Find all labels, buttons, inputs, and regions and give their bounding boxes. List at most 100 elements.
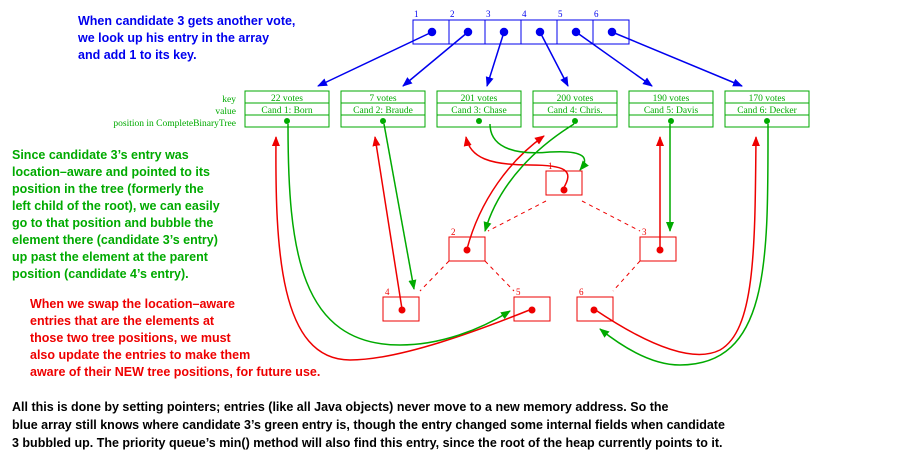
entry-key: 190 votes <box>653 94 690 104</box>
note-line: position (candidate 4’s entry). <box>12 267 189 281</box>
tree-node-5: 5 <box>513 287 551 322</box>
element-pointer-dot <box>590 306 598 314</box>
position-pointer-dot <box>476 118 482 124</box>
array-pointer-arrow <box>485 31 505 87</box>
tree-edge <box>484 260 515 292</box>
tree-to-entry-pointer <box>466 135 545 250</box>
array-pointer-arrow <box>317 31 433 87</box>
note-line: aware of their NEW tree positions, for f… <box>30 365 321 379</box>
entry-box <box>724 90 810 128</box>
tree-node-2: 2 <box>448 227 486 262</box>
swap-note: When we swap the location–aware entries … <box>30 296 320 381</box>
entry-box <box>628 90 714 128</box>
entry-key: 201 votes <box>461 94 498 104</box>
note-line: those two tree positions, we must <box>30 331 231 345</box>
element-pointer-dot <box>656 246 664 254</box>
summary-note: All this is done by setting pointers; en… <box>12 398 725 452</box>
note-line: left child of the root), we can easily <box>12 199 220 213</box>
entry-key: 7 votes <box>369 94 396 104</box>
tree-to-entry-pointer <box>593 136 760 356</box>
array-pointer-dot <box>499 27 509 37</box>
tree-node-index: 2 <box>451 227 456 237</box>
entry-key: 22 votes <box>271 94 303 104</box>
tree-edge <box>612 260 641 292</box>
tree-node-box <box>639 236 677 262</box>
note-line: and add 1 to its key. <box>78 48 197 62</box>
tree-edge <box>487 200 547 232</box>
position-pointer-dot <box>764 118 770 124</box>
array-index: 6 <box>594 9 599 19</box>
tree-node-box <box>576 296 614 322</box>
tree-node-index: 5 <box>516 287 521 297</box>
entry-box <box>436 90 522 128</box>
tree-node-6: 6 <box>576 287 614 322</box>
position-pointer-dot <box>284 118 290 124</box>
entry-key: 170 votes <box>749 94 786 104</box>
note-line: When we swap the location–aware <box>30 297 235 311</box>
position-pointer-dot <box>572 118 578 124</box>
note-line: we look up his entry in the array <box>78 31 270 45</box>
note-line: location–aware and pointed to its <box>12 165 210 179</box>
entry-value: Cand 1: Born <box>261 106 312 116</box>
tree-node-box <box>545 170 583 196</box>
array-pointer-arrow <box>611 31 743 87</box>
tree-node-index: 4 <box>385 287 390 297</box>
array-lookup-note: When candidate 3 gets another vote, we l… <box>78 13 295 64</box>
element-pointer-dot <box>528 306 536 314</box>
note-line: 3 bubbled up. The priority queue’s min()… <box>12 436 723 450</box>
blue-array: 1 2 3 4 5 6 <box>317 9 743 87</box>
field-label-value: value <box>215 107 236 117</box>
note-line: entries that are the elements at <box>30 314 215 328</box>
array-pointer-arrow <box>539 31 569 87</box>
entry-to-tree-pointer <box>599 123 769 366</box>
entry-value: Cand 6: Decker <box>737 106 797 116</box>
array-pointer-arrow <box>402 31 469 87</box>
tree-to-entry-pointer <box>463 136 569 190</box>
tree-node-index: 3 <box>642 227 647 237</box>
note-line: All this is done by setting pointers; en… <box>12 400 669 414</box>
entry-key: 200 votes <box>557 94 594 104</box>
entry-value: Cand 2: Braude <box>353 106 413 116</box>
entry-value: Cand 5: Davis <box>644 106 699 116</box>
tree-node-box <box>382 296 420 322</box>
entry-to-tree-pointer <box>489 123 589 171</box>
tree-node-4: 4 <box>382 287 420 322</box>
element-pointer-dot <box>398 306 406 314</box>
array-index: 2 <box>450 9 455 19</box>
tree-node-index: 6 <box>579 287 584 297</box>
element-pointer-dot <box>560 186 568 194</box>
entry-box <box>340 90 426 128</box>
array-index: 4 <box>522 9 527 19</box>
array-index: 1 <box>414 9 419 19</box>
note-line: up past the element at the parent <box>12 250 208 264</box>
position-pointer-dot <box>668 118 674 124</box>
tree-to-entry-pointer <box>372 136 403 310</box>
entry-box <box>532 90 618 128</box>
tree-node-box <box>513 296 551 322</box>
note-line: Since candidate 3’s entry was <box>12 148 189 162</box>
note-line: blue array still knows where candidate 3… <box>12 418 725 432</box>
entry-value: Cand 3: Chase <box>451 106 506 116</box>
tree-edge <box>419 260 450 292</box>
element-pointer-dot <box>463 246 471 254</box>
entry-value: Cand 4: Chris. <box>547 106 602 116</box>
note-line: position in the tree (formerly the <box>12 182 204 196</box>
array-index: 3 <box>486 9 491 19</box>
note-line: When candidate 3 gets another vote, <box>78 14 296 28</box>
entry-to-tree-pointer <box>383 123 417 290</box>
bubble-up-note: Since candidate 3’s entry was location–a… <box>12 147 220 283</box>
tree-node-box <box>448 236 486 262</box>
note-line: go to that position and bubble the <box>12 216 214 230</box>
tree-node-3: 3 <box>639 227 677 262</box>
array-index: 5 <box>558 9 563 19</box>
note-line: element there (candidate 3’s entry) <box>12 233 218 247</box>
